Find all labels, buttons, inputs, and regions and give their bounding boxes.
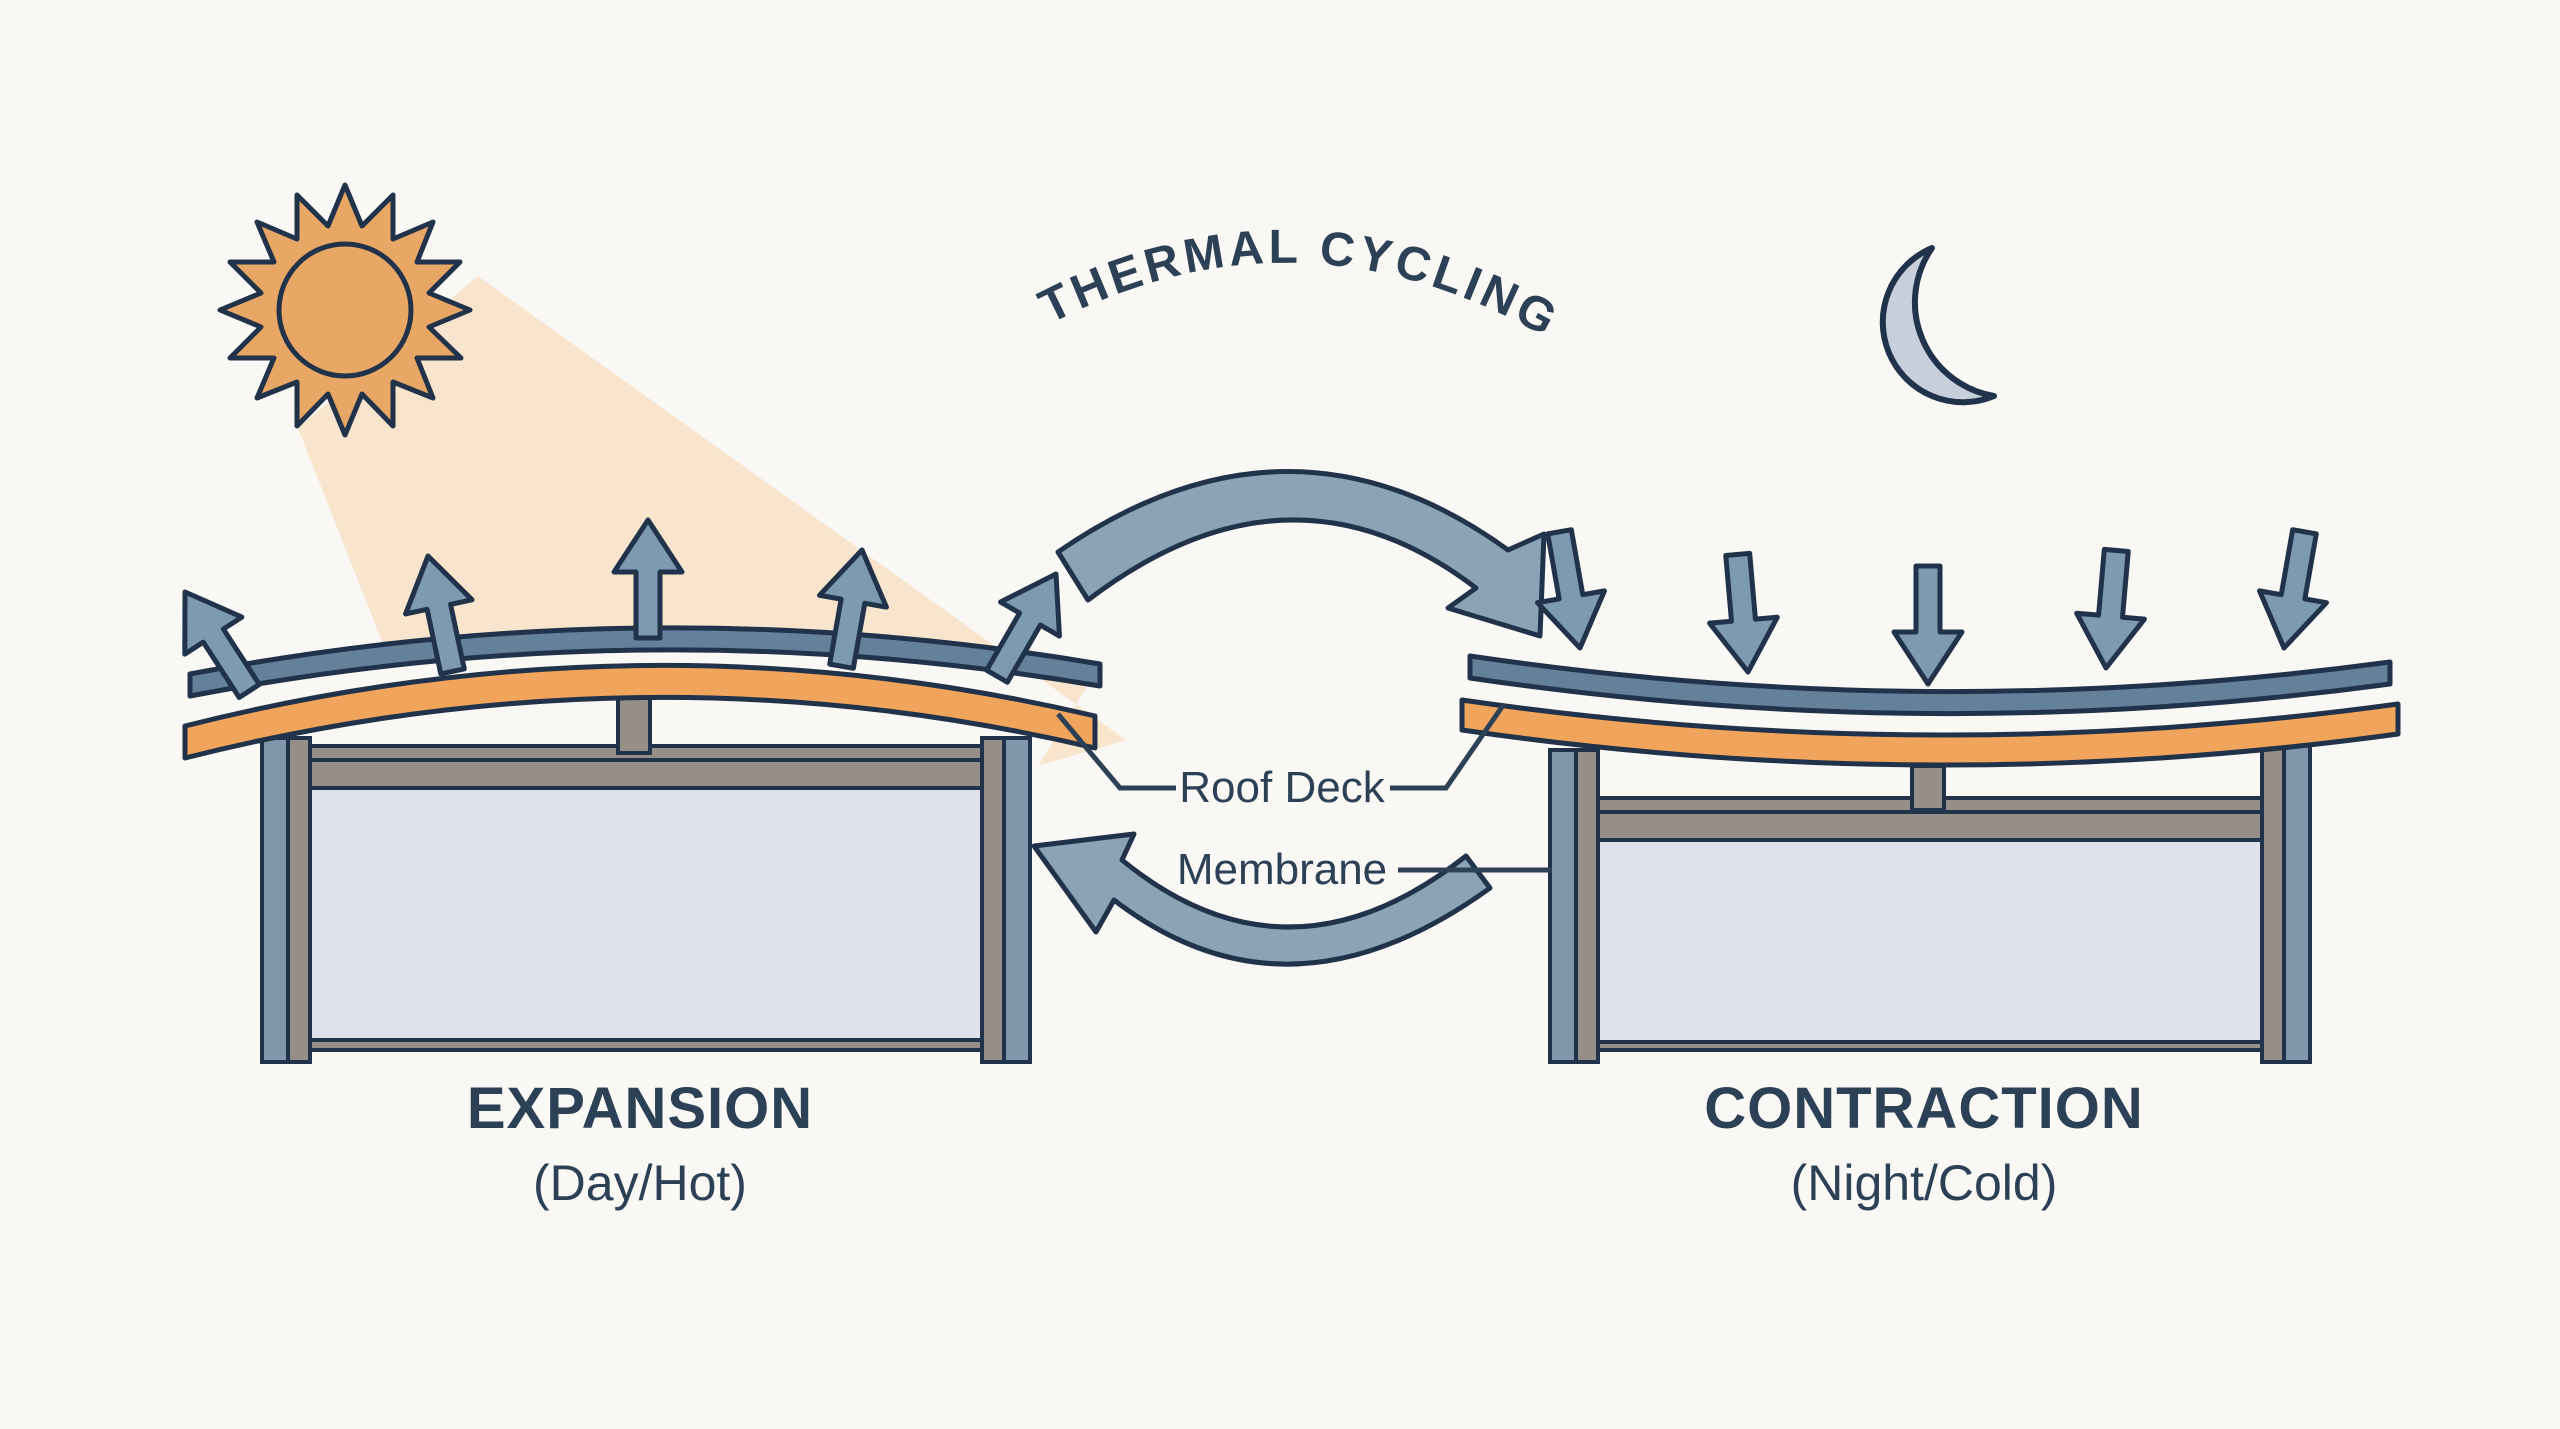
down-arrow: [2251, 526, 2338, 654]
roof-deck-label: Roof Deck: [1179, 763, 1385, 812]
contraction-subtitle: (Night/Cold): [1791, 1155, 2058, 1211]
column: [1574, 748, 1600, 1064]
roof-deck-leader-right: [1390, 702, 1507, 791]
membrane-label: Membrane: [1177, 845, 1387, 894]
down-arrow: [2072, 547, 2150, 670]
contraction-building: [1459, 653, 2401, 1064]
column: [2260, 743, 2286, 1064]
expansion-subtitle: (Day/Hot): [533, 1155, 747, 1211]
moon-icon: [1879, 245, 1997, 406]
expansion-building: [182, 625, 1103, 1064]
column: [1548, 748, 1578, 1064]
roof-deck-layer: [1459, 697, 2401, 768]
center-strut: [616, 693, 652, 755]
down-arrow: [1894, 566, 1962, 684]
column: [260, 736, 290, 1064]
column: [1002, 736, 1032, 1064]
expansion-title: EXPANSION: [467, 1076, 813, 1141]
wall-panel: [296, 786, 988, 1042]
column: [980, 736, 1006, 1064]
thermal-cycling-label: THERMAL CYCLING: [1031, 221, 1568, 348]
membrane-layer: [1467, 653, 2393, 717]
down-arrow: [1704, 551, 1782, 674]
column: [286, 736, 312, 1064]
cycle-arrow-forward: [1055, 469, 1547, 639]
contraction-title: CONTRACTION: [1704, 1076, 2144, 1141]
cycle-arrow-return: [1031, 831, 1493, 967]
roof-deck-leader-left: [1056, 712, 1176, 791]
wall-panel: [1586, 838, 2276, 1044]
center-strut: [1910, 764, 1946, 812]
sun-core: [276, 241, 414, 379]
contraction-arrows: [1526, 526, 2338, 684]
column: [2282, 743, 2312, 1064]
roof-deck-layer: [182, 662, 1098, 761]
sun-icon: [217, 182, 473, 438]
